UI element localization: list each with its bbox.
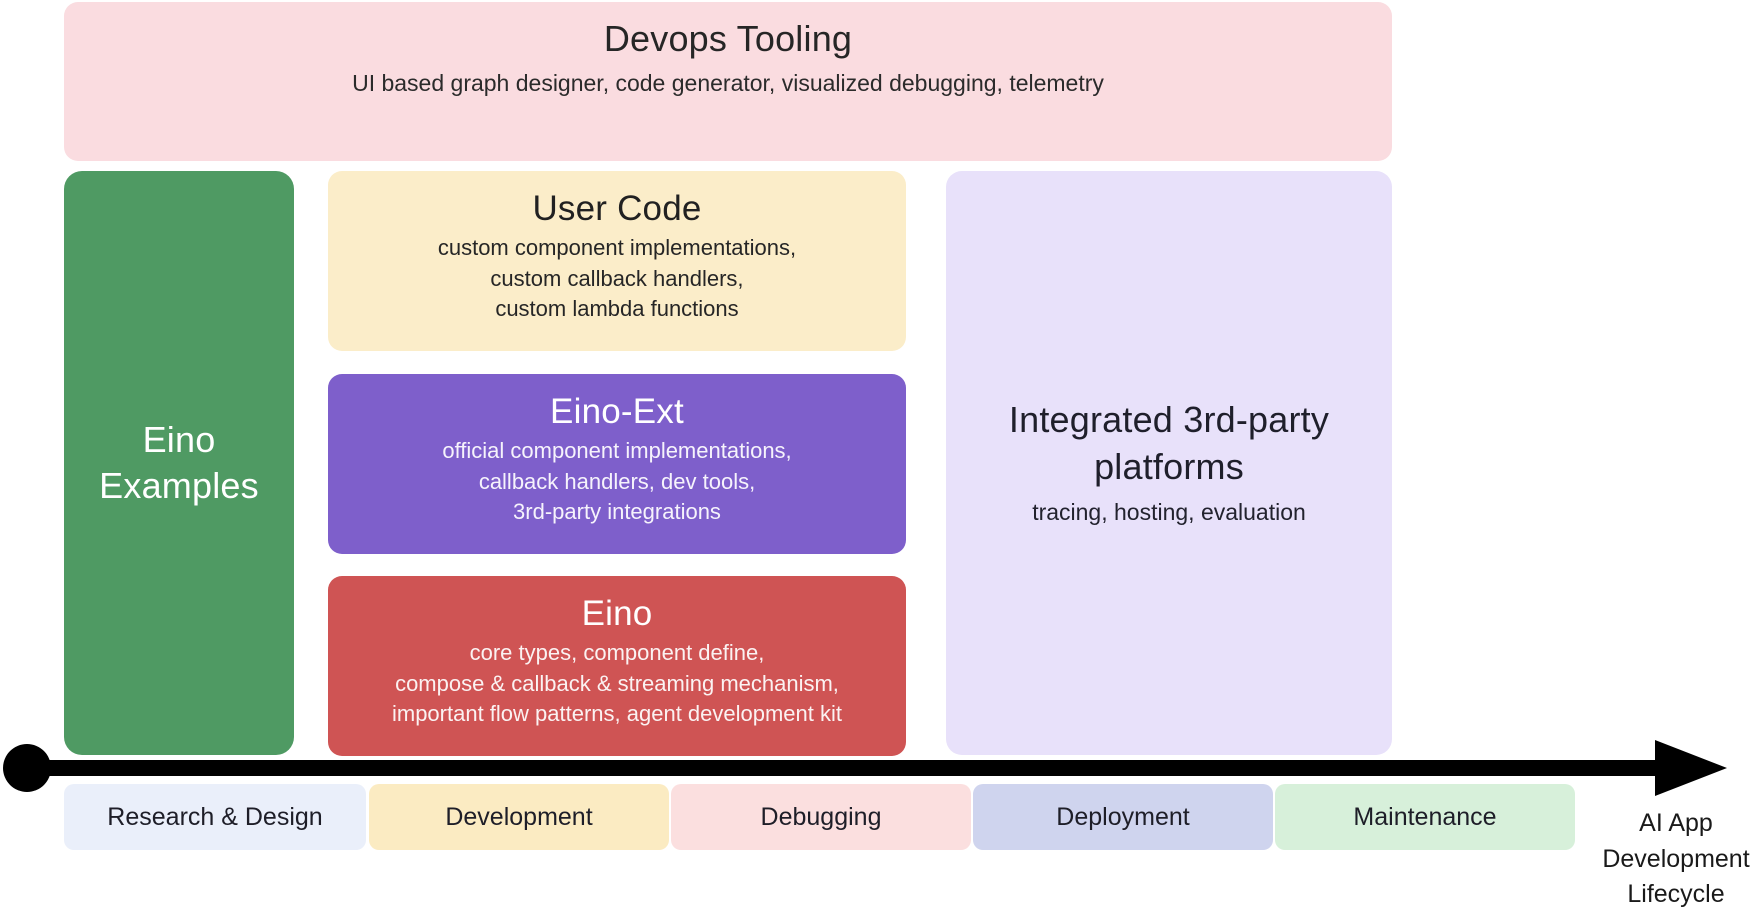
eino-ext-subtitle: official component implementations, call… (442, 438, 792, 525)
timeline-start-dot (3, 744, 51, 792)
devops-tooling-box: Devops Tooling UI based graph designer, … (64, 2, 1392, 161)
lifecycle-axis-caption: AI App Development Lifecycle (1602, 809, 1750, 908)
devops-tooling-subtitle: UI based graph designer, code generator,… (352, 70, 1104, 97)
third-party-platforms-subtitle: tracing, hosting, evaluation (1032, 498, 1306, 525)
lifecycle-stage-chip[interactable]: Debugging (671, 784, 971, 850)
eino-ext-title: Eino-Ext (550, 392, 684, 431)
lifecycle-stage-chip[interactable]: Maintenance (1275, 784, 1575, 850)
user-code-subtitle: custom component implementations, custom… (437, 235, 797, 322)
devops-tooling-title: Devops Tooling (603, 18, 853, 59)
eino-examples-box: Eino Examples (64, 171, 294, 755)
third-party-platforms-box: Integrated 3rd-party platforms tracing, … (946, 171, 1392, 755)
timeline-arrowhead (1655, 740, 1727, 796)
lifecycle-stage-chip[interactable]: Research & Design (64, 784, 366, 850)
user-code-title: User Code (532, 189, 702, 228)
lifecycle-stage-chip[interactable]: Development (369, 784, 669, 850)
third-party-platforms-title: Integrated 3rd-party platforms (1008, 399, 1330, 488)
timeline-line (27, 760, 1667, 776)
eino-box: Eino core types, component define, compo… (328, 576, 906, 756)
eino-title: Eino (581, 594, 653, 633)
lifecycle-stage-chip[interactable]: Deployment (973, 784, 1273, 850)
eino-ext-box: Eino-Ext official component implementati… (328, 374, 906, 554)
user-code-box: User Code custom component implementatio… (328, 171, 906, 351)
eino-examples-title: Eino Examples (99, 418, 259, 506)
eino-subtitle: core types, component define, compose & … (391, 640, 843, 727)
